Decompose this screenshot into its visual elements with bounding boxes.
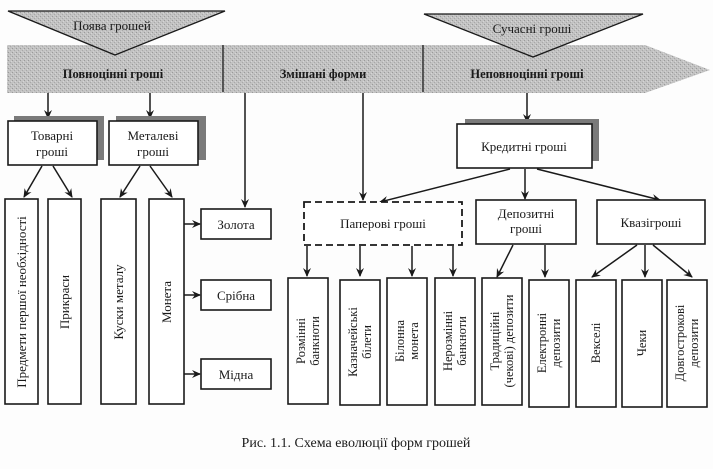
label-metal-pieces: Куски металу	[111, 264, 126, 340]
arrow	[379, 168, 511, 204]
label-exchangeable-banknotes-1: Розмінні	[294, 318, 308, 364]
box-metal-pieces	[100, 198, 137, 405]
label-metal-money-1: Металеві	[128, 128, 179, 143]
label-inconvertible-banknotes-1: Нерозмінні	[441, 310, 455, 371]
box-deposit-money	[475, 199, 577, 245]
label-gold: Золота	[217, 217, 254, 232]
figure-caption: Рис. 1.1. Схема еволюції форм грошей	[242, 436, 471, 451]
box-billon-coin	[386, 277, 428, 406]
box-inconvertible-banknotes	[434, 277, 476, 406]
label-treasury-notes-2: білети	[360, 325, 374, 359]
triangle-right	[423, 13, 644, 58]
box-silver	[200, 279, 272, 311]
triangle-left-label: Поява грошей	[73, 18, 151, 33]
label-inconvertible-banknotes-2: банкноти	[455, 316, 469, 366]
label-silver: Срібна	[217, 288, 255, 303]
box-commodity-money	[7, 120, 98, 166]
box-exchangeable-banknotes	[287, 277, 329, 405]
arrow	[52, 165, 73, 198]
label-exchangeable-banknotes-2: банкноти	[308, 316, 322, 366]
box-credit-money	[456, 123, 593, 169]
segment-full-value-money: Повноцінні гроші	[63, 67, 164, 81]
label-traditional-deposits-2: (чекові) депозити	[502, 294, 516, 387]
label-bills-of-exchange: Векселі	[589, 322, 603, 363]
box-jewelry	[47, 198, 82, 405]
label-deposit-money-1: Депозитні	[498, 206, 555, 221]
box-quasi-money	[596, 199, 706, 245]
box-essentials	[4, 198, 39, 405]
label-billon-coin-2: монета	[407, 322, 421, 360]
label-paper-money: Паперові гроші	[340, 216, 426, 231]
box-metal-money	[108, 120, 199, 166]
label-copper: Мідна	[219, 367, 254, 382]
arrow	[536, 168, 661, 202]
arrow	[119, 165, 141, 198]
arrow	[149, 165, 173, 198]
box-electronic-deposits	[528, 279, 570, 408]
label-commodity-money-1: Товарні	[31, 128, 74, 143]
triangle-right-label: Сучасні гроші	[493, 21, 572, 36]
label-commodity-money-2: гроші	[36, 144, 68, 159]
arrow	[496, 244, 514, 278]
label-long-term-deposits-2: депозити	[687, 318, 701, 367]
label-electronic-deposits-1: Електронні	[535, 312, 549, 373]
label-long-term-deposits-1: Довгострокові	[673, 304, 687, 381]
box-paper-money	[303, 201, 463, 246]
label-coin: Монета	[159, 281, 174, 323]
box-cheques	[621, 279, 663, 408]
label-essentials: Предмети першої необхідності	[14, 216, 29, 388]
arrow	[652, 244, 693, 278]
triangle-left	[7, 10, 226, 56]
box-treasury-notes	[339, 279, 381, 406]
label-jewelry: Прикраси	[57, 275, 72, 329]
arrow	[591, 244, 638, 278]
box-bills-of-exchange	[575, 279, 617, 408]
box-gold	[200, 208, 272, 240]
label-credit-money: Кредитні гроші	[481, 139, 567, 154]
label-traditional-deposits-1: Традиційні	[488, 311, 502, 371]
label-metal-money-2: гроші	[137, 144, 169, 159]
label-billon-coin-1: Білонна	[393, 320, 407, 363]
label-treasury-notes-1: Казначейські	[346, 307, 360, 377]
label-cheques: Чеки	[635, 329, 649, 356]
box-traditional-deposits	[481, 277, 523, 406]
box-long-term-deposits	[666, 279, 708, 408]
label-electronic-deposits-2: депозити	[549, 318, 563, 367]
segment-mixed-forms: Змішані форми	[280, 67, 367, 81]
label-quasi-money: Квазігроші	[620, 215, 681, 230]
segment-fiat-money: Неповноцінні гроші	[470, 67, 584, 81]
box-copper	[200, 358, 272, 390]
box-coin	[148, 198, 185, 405]
arrow	[23, 165, 43, 198]
label-deposit-money-2: гроші	[510, 221, 542, 236]
